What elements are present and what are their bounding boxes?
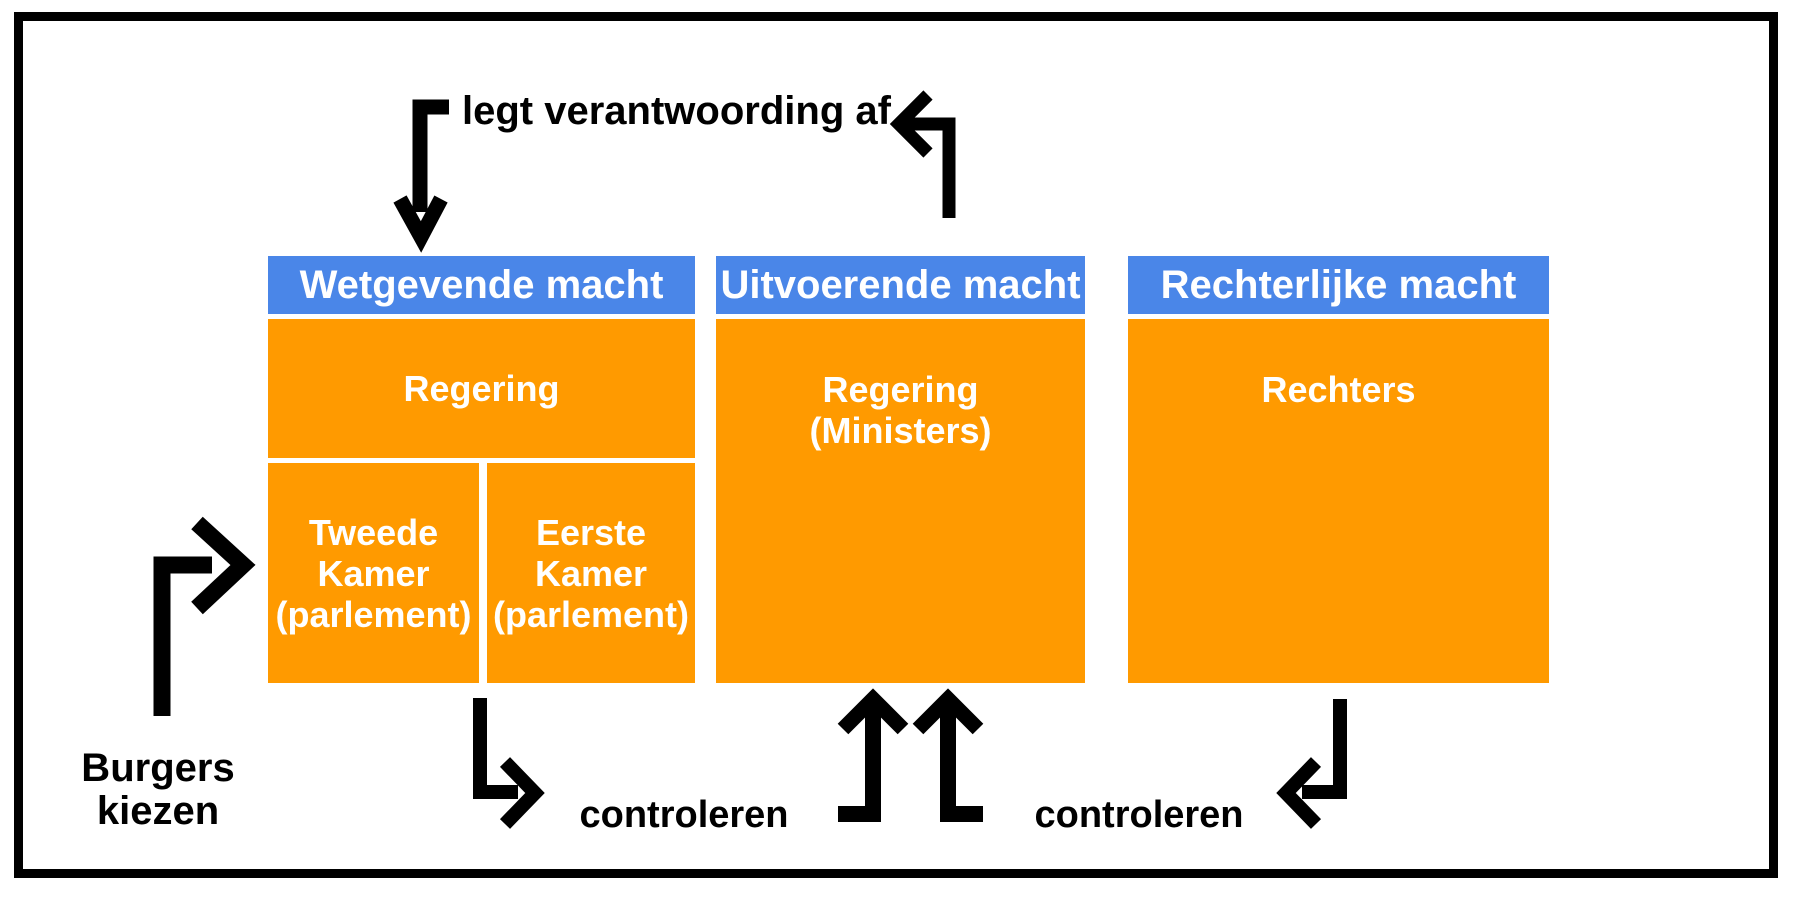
hook-left-arrow-icon <box>1276 699 1347 829</box>
header-uitvoerende-macht: Uitvoerende macht <box>716 256 1085 314</box>
label-burgers-kiezen: Burgers kiezen <box>81 746 235 833</box>
header-wetgevende-macht: Wetgevende macht <box>268 256 695 314</box>
label-controleren-right: controleren <box>1034 794 1244 836</box>
bent-arrow-up-left-icon <box>889 90 956 218</box>
header-rechterlijke-macht: Rechterlijke macht <box>1128 256 1549 314</box>
bent-arrow-down-icon <box>393 99 449 253</box>
frame-border <box>14 12 1778 878</box>
label-legt-verantwoording-af: legt verantwoording af <box>462 89 891 133</box>
box-tweede-kamer: Tweede Kamer (parlement) <box>268 463 479 683</box>
hook-right-arrow-icon <box>473 698 545 829</box>
box-regering-ministers: Regering (Ministers) <box>716 319 1085 683</box>
box-regering: Regering <box>268 319 695 458</box>
bent-up-arrow-left-foot-icon <box>837 688 909 822</box>
box-rechters: Rechters <box>1128 319 1549 683</box>
turn-right-arrow-icon <box>153 516 256 716</box>
label-controleren-left: controleren <box>579 794 789 836</box>
bent-up-arrow-right-foot-icon <box>912 688 984 822</box>
box-eerste-kamer: Eerste Kamer (parlement) <box>487 463 695 683</box>
